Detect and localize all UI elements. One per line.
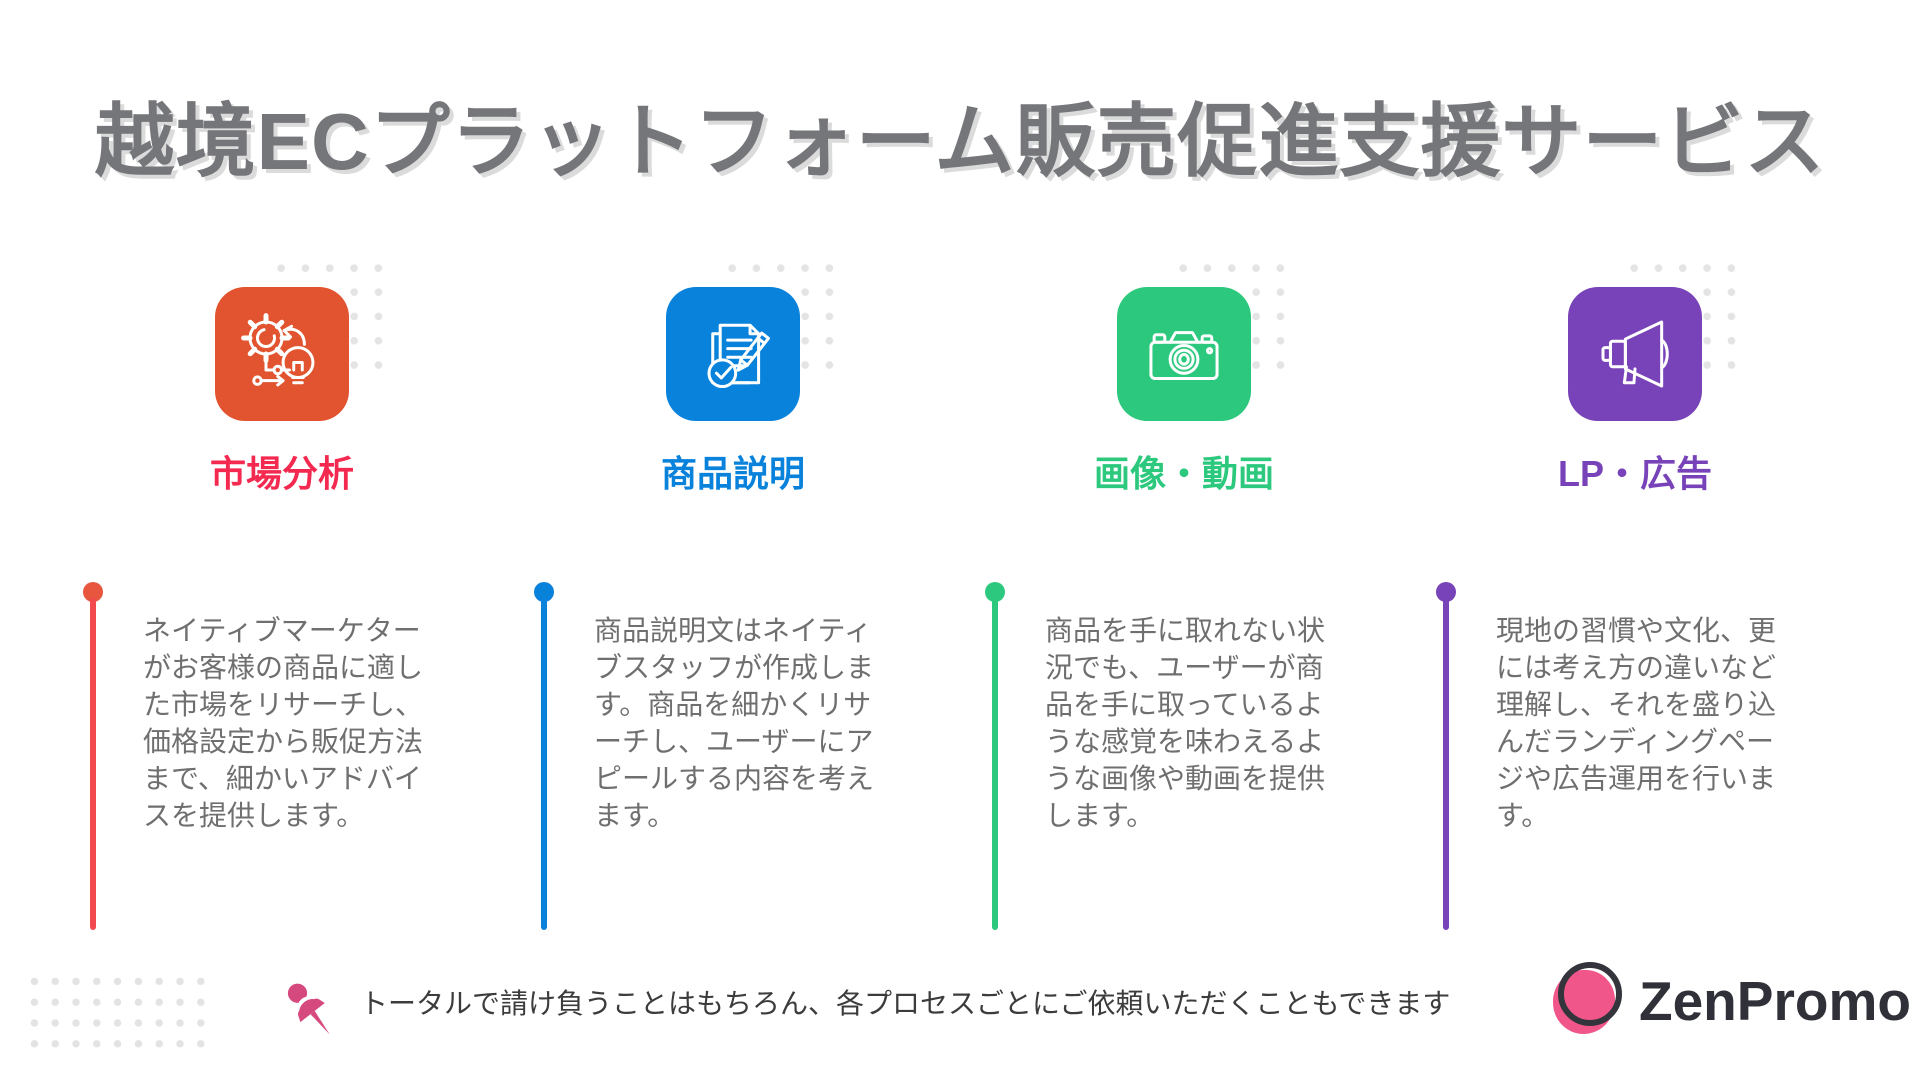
gear-lightbulb-icon [234,306,330,402]
dot-grid-decoration [793,280,843,378]
images-videos-card [1117,287,1251,421]
brand-logo: ZenPromo [1553,960,1911,1040]
page-title: 越境ECプラットフォーム販売促進支援サービス [94,97,1826,186]
column-description: 商品を手に取れない状況でも、ユーザーが商品を手に取っているような感覚を味わえるよ… [1045,615,1326,831]
column-description: 現地の習慣や文化、更には考え方の違いなど理解し、それを盛り込んだランディングペー… [1496,615,1777,831]
dot-grid-decoration [269,256,391,281]
dot-grid-decoration [1622,256,1744,281]
footer-note: トータルで請け負うことはもちろん、各プロセスごとにご依頼いただくこともできます [360,988,1451,1019]
dot-grid-decoration [1695,280,1745,378]
camera-icon [1136,306,1232,402]
column-title: 市場分析 [209,453,354,494]
column-images-videos: 画像・動画 商品を手に取れない状況でも、ユーザーが商品を手に取っているような感覚… [985,0,1383,1080]
column-lp-ads: LP・広告 現地の習慣や文化、更には考え方の違いなど理解し、それを盛り込んだラン… [1436,0,1834,1080]
pushpin-icon [287,983,330,1035]
dot-grid-decoration [24,971,213,1055]
timeline-line [90,598,96,930]
brand-name: ZenPromo [1639,970,1911,1032]
column-title: 商品説明 [660,453,805,494]
timeline-line [992,598,998,930]
column-description: 商品説明文はネイティブスタッフが作成します。商品を細かくリサーチし、ユーザーにア… [594,615,875,831]
timeline-dot [1436,582,1456,602]
column-product-description: 商品説明 商品説明文はネイティブスタッフが作成します。商品を細かくリサーチし、ユ… [534,0,932,1080]
brand-ring-circle [1558,962,1622,1026]
timeline-line [1443,598,1449,930]
timeline-dot [83,582,103,602]
dot-grid-decoration [1244,280,1294,378]
market-analysis-card [215,287,349,421]
brand-logo-mark [1553,960,1625,1038]
timeline-dot [985,582,1005,602]
timeline-line [541,598,547,930]
timeline-dot [534,582,554,602]
dot-grid-decoration [720,256,842,281]
column-market-analysis: 市場分析 ネイティブマーケターがお客様の商品に適した市場をリサーチし、価格設定か… [83,0,481,1080]
column-title: 画像・動画 [1093,453,1274,494]
column-title: LP・広告 [1557,453,1712,494]
lp-ads-card [1568,287,1702,421]
document-check-icon [685,306,781,402]
column-description: ネイティブマーケターがお客様の商品に適した市場をリサーチし、価格設定から販促方法… [143,615,424,831]
dot-grid-decoration [342,280,392,378]
megaphone-icon [1587,306,1683,402]
dot-grid-decoration [1171,256,1293,281]
product-description-card [666,287,800,421]
